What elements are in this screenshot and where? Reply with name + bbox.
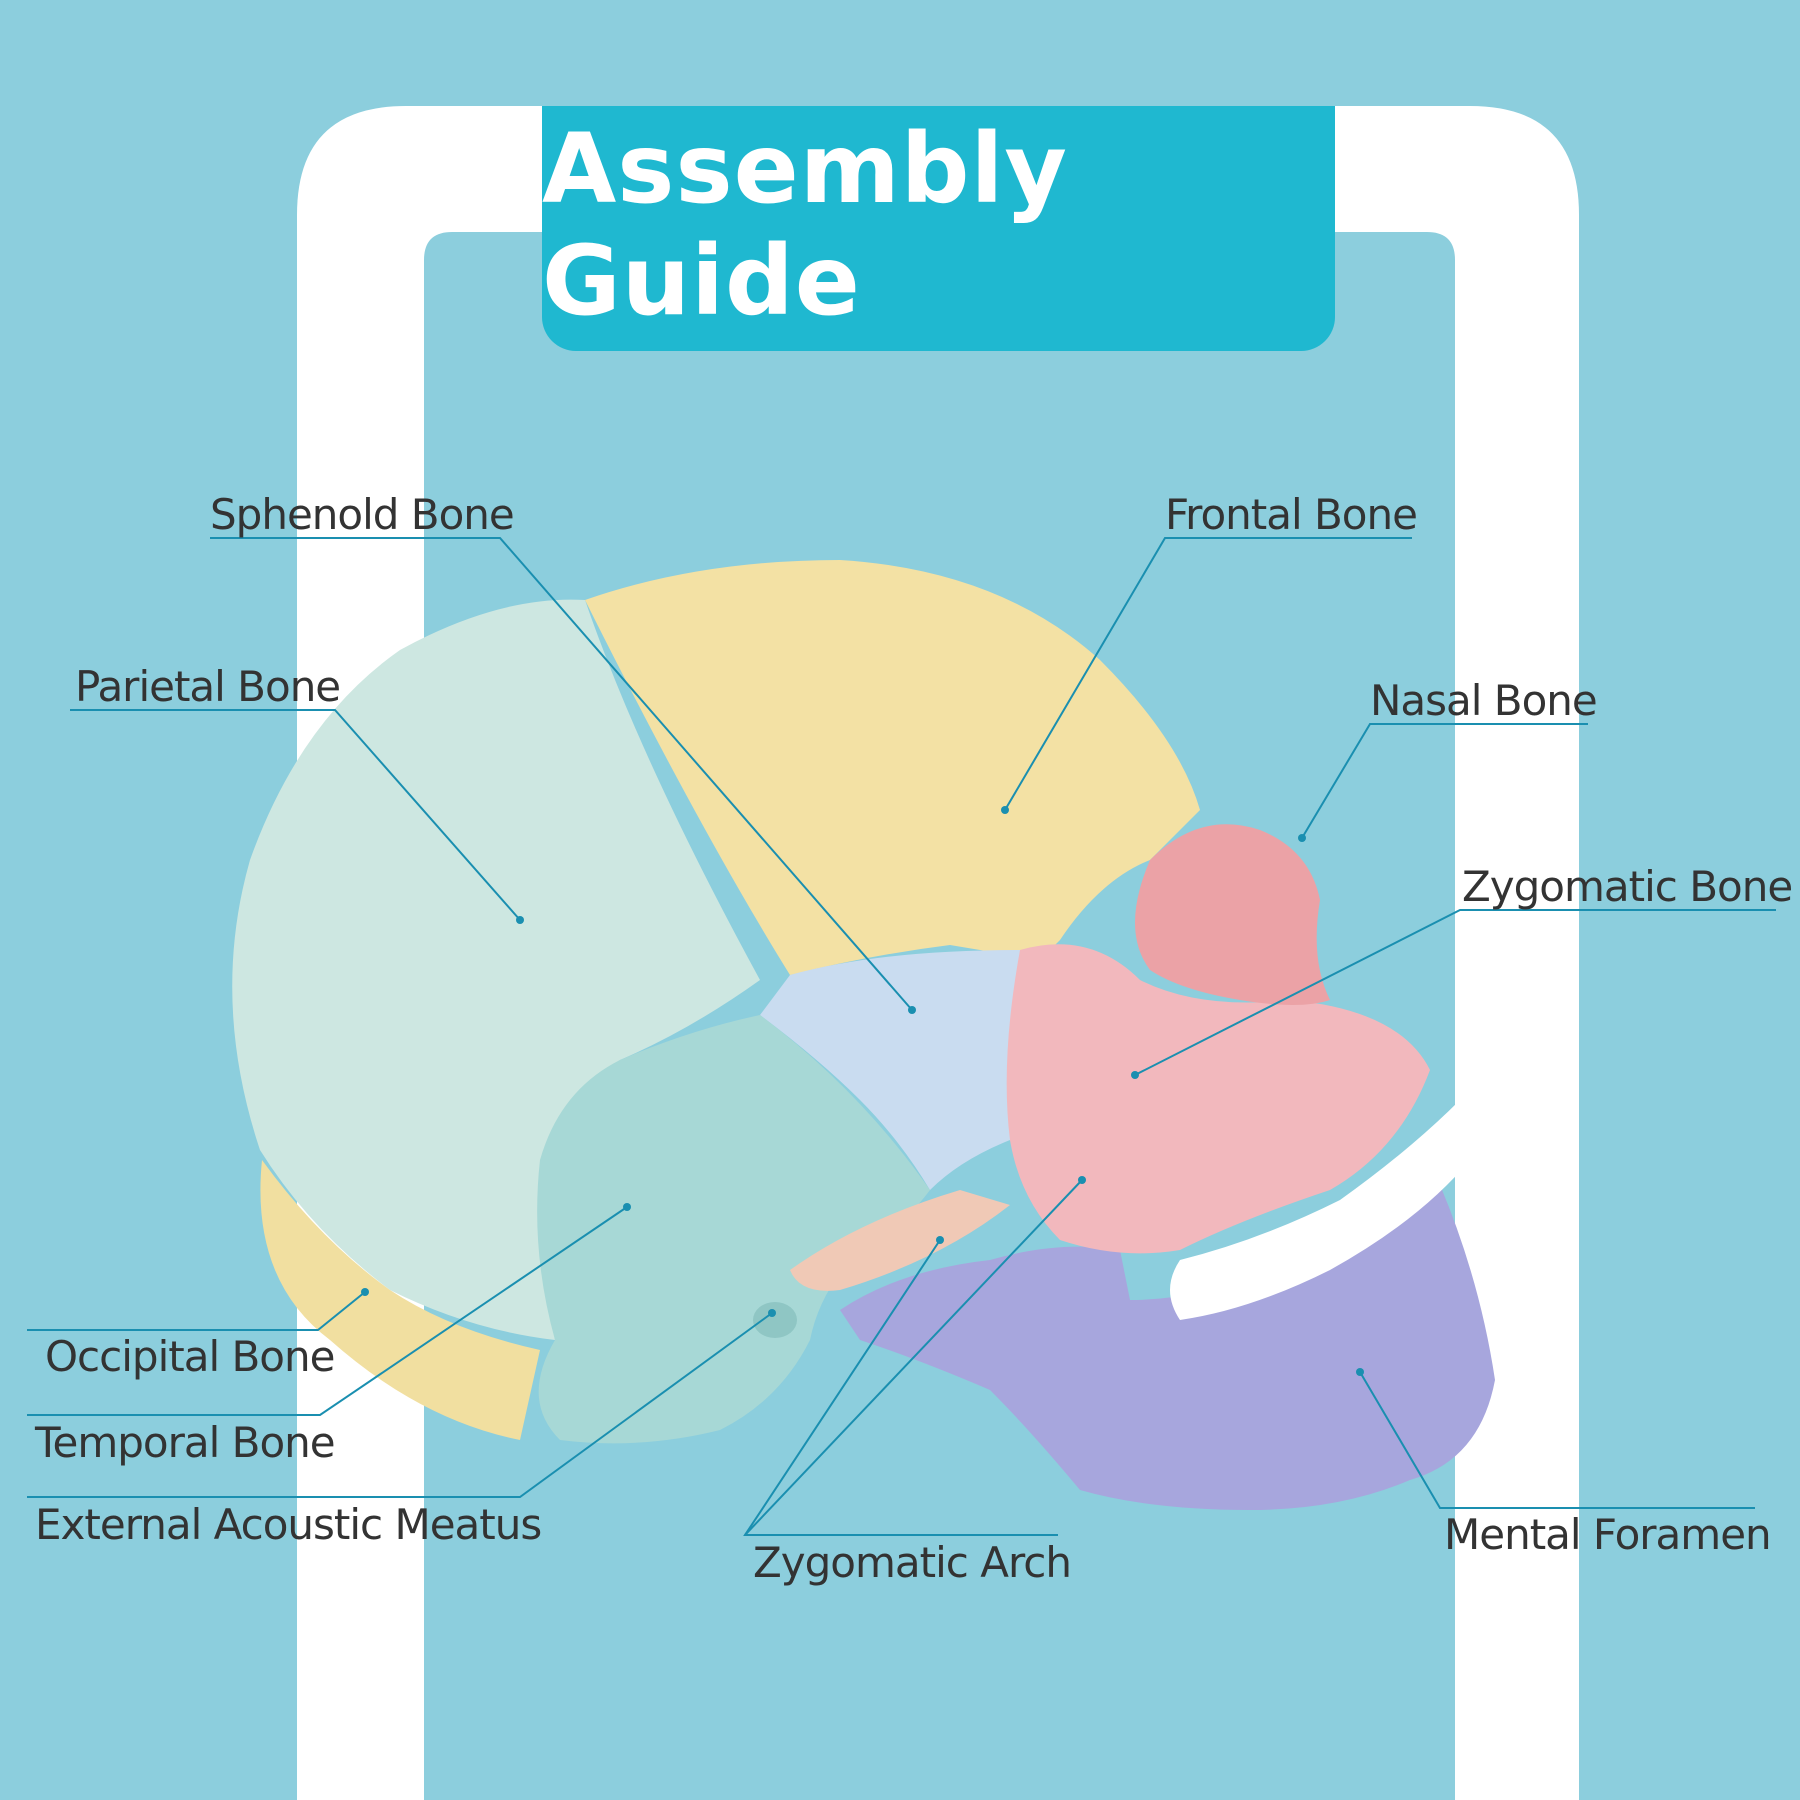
frontal-bone-shape — [585, 560, 1200, 975]
leader-parietal — [70, 709, 521, 921]
dot-sphenoid — [908, 1006, 916, 1014]
temporal-bone-shape — [537, 1015, 930, 1444]
label-temporal-bone: Temporal Bone — [35, 1418, 336, 1467]
dot-external-acoustic-meatus — [768, 1309, 776, 1317]
skull-illustration — [232, 560, 1495, 1510]
leader-zygomatic-bone — [1134, 909, 1776, 1076]
teeth-shape — [1170, 1100, 1474, 1320]
leader-nasal — [1301, 723, 1588, 839]
dot-occipital — [361, 1288, 369, 1296]
leader-dots — [361, 806, 1364, 1376]
label-frontal-bone: Frontal Bone — [1165, 490, 1418, 539]
dot-zygomatic-arch-1 — [936, 1236, 944, 1244]
label-zygomatic-bone: Zygomatic Bone — [1462, 862, 1793, 911]
page-title: Assembly Guide — [542, 112, 1068, 337]
parietal-bone-shape — [232, 599, 760, 1340]
dot-mental-foramen — [1356, 1368, 1364, 1376]
zygomatic-bone-shape — [1006, 944, 1430, 1254]
title-banner: Assembly Guide — [542, 106, 1335, 351]
label-mental-foramen: Mental Foramen — [1444, 1510, 1772, 1559]
leader-mental-foramen — [1359, 1371, 1755, 1509]
occipital-bone-shape — [260, 1160, 540, 1440]
leader-occipital — [27, 1291, 366, 1331]
leader-frontal — [1004, 537, 1412, 811]
dot-temporal — [623, 1203, 631, 1211]
leader-sphenoid — [210, 537, 913, 1011]
zygomatic-arch-shape — [790, 1190, 1010, 1291]
leader-temporal — [27, 1206, 628, 1416]
ear-canal-shape — [753, 1302, 797, 1338]
dot-frontal — [1001, 806, 1009, 814]
label-parietal-bone: Parietal Bone — [75, 662, 341, 711]
label-occipital-bone: Occipital Bone — [45, 1332, 335, 1381]
leader-external-acoustic-meatus — [27, 1312, 773, 1498]
dot-parietal — [516, 916, 524, 924]
label-external-acoustic-meatus: External Acoustic Meatus — [35, 1500, 542, 1549]
sphenoid-bone-shape — [760, 950, 1028, 1190]
dot-nasal — [1298, 834, 1306, 842]
dot-zygomatic-bone — [1131, 1071, 1139, 1079]
label-sphenoid-bone: Sphenold Bone — [210, 490, 515, 539]
leader-lines — [27, 537, 1776, 1536]
nasal-bone-shape — [1135, 824, 1330, 1005]
label-zygomatic-arch: Zygomatic Arch — [753, 1538, 1072, 1587]
dot-zygomatic-arch-2 — [1078, 1176, 1086, 1184]
leader-zygomatic-arch-2 — [744, 1179, 1083, 1536]
label-nasal-bone: Nasal Bone — [1370, 676, 1598, 725]
